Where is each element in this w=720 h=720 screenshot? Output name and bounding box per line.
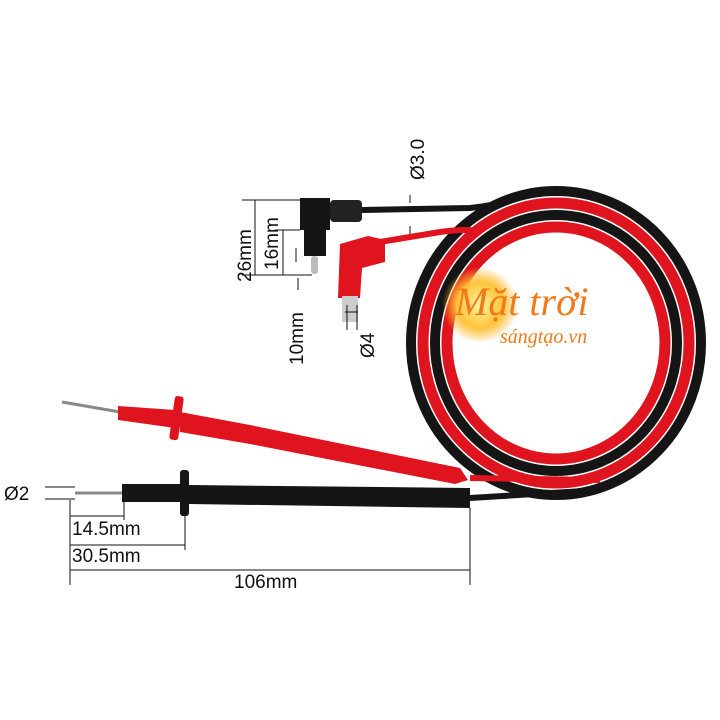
dim-tip-to-guard: 30.5mm [72,546,141,567]
red-cable-end [379,227,482,245]
black-probe [75,470,601,516]
dim-probe-length: 106mm [234,572,297,593]
dim-cable-diameter: Ø3.0 [408,139,429,180]
red-probe [61,396,601,484]
dimension-lines [45,195,471,585]
dim-tip-diameter: Ø2 [4,484,29,505]
dim-plug-height-body: 16mm [262,217,283,270]
black-cable-end [361,193,522,213]
red-plug [338,236,385,322]
black-plug [300,198,362,274]
dim-tip-length: 14.5mm [72,519,141,540]
watermark-logo: Mặt trời sángtạo.vn [442,267,589,348]
watermark-title: Mặt trời [454,279,589,324]
dim-plug-pin-length: 10mm [287,312,308,365]
watermark-subtitle: sángtạo.vn [500,326,587,348]
dim-plug-diameter: Ø4 [358,332,379,358]
dim-plug-height-total: 26mm [235,229,256,282]
